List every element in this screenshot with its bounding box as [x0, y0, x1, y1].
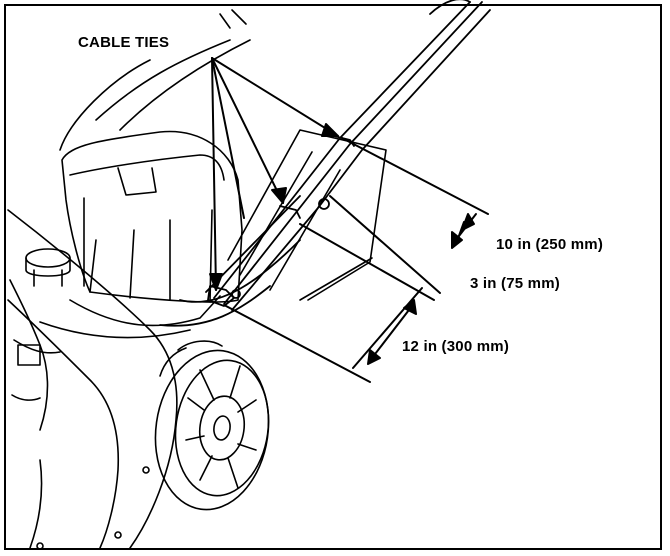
engine [9, 248, 71, 431]
dimension-10in-label: 10 in (250 mm) [496, 236, 604, 253]
dimension-3in-label: 3 in (75 mm) [470, 275, 560, 292]
dimension-12in-label: 12 in (300 mm) [402, 338, 510, 355]
mower-handle [159, 0, 491, 327]
cable-ties-label: CABLE TIES [78, 34, 170, 51]
dimension-lines [225, 137, 489, 383]
cable-tie-leaders [209, 57, 339, 291]
mower-deck [7, 209, 178, 550]
grass-catcher [59, 9, 251, 303]
rear-wheel [154, 340, 270, 511]
rear-frame [39, 129, 387, 339]
illustration-frame [4, 4, 662, 550]
